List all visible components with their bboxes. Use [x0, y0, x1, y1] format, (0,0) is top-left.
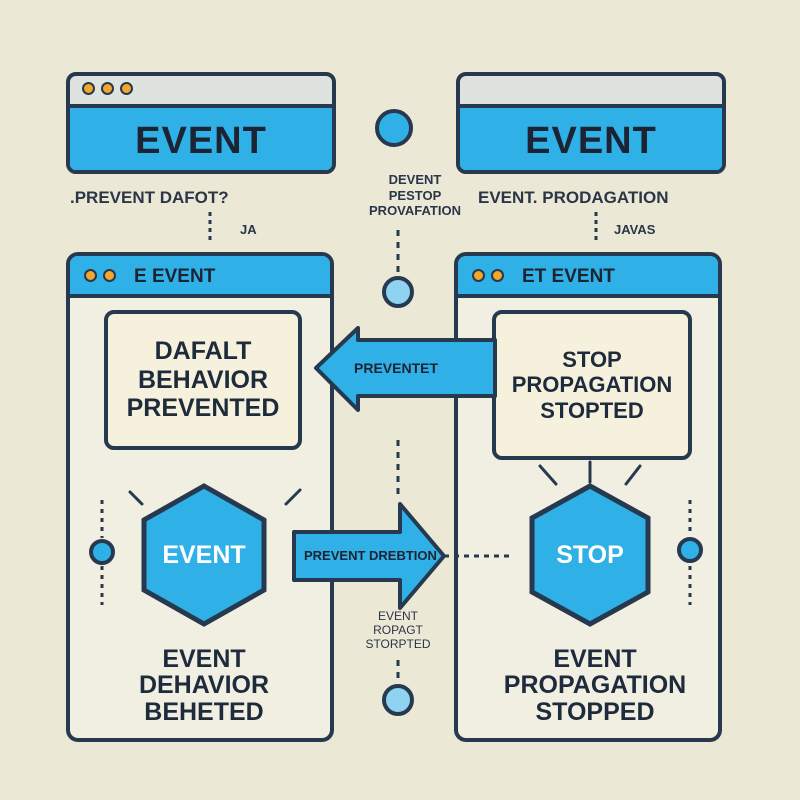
- left-bottom-text: EVENT DEHAVIOR BEHETED: [104, 646, 304, 725]
- dot-icon: [82, 82, 95, 95]
- dot-icon: [84, 269, 97, 282]
- arrow-left-icon: [314, 326, 497, 412]
- text-line: STOPPED: [535, 697, 655, 726]
- left-card: DAFALT BEHAVIOR PREVENTED: [104, 310, 302, 450]
- dot-icon: [491, 269, 504, 282]
- label-line: EVENT: [377, 609, 418, 623]
- center-top-label: DEVENT PESTOP PROVAFATION: [360, 172, 470, 219]
- node-icon: [89, 539, 115, 565]
- text-line: DEHAVIOR: [138, 671, 270, 700]
- hexagon-event-label: EVENT: [162, 541, 246, 569]
- window-controls: [84, 269, 116, 282]
- window-titlebar: [70, 76, 332, 104]
- top-right-sub: JAVAS: [614, 222, 656, 237]
- text-line: EVENT: [162, 645, 246, 673]
- top-left-window: EVENT: [66, 72, 336, 174]
- card-line: PREVENTED: [126, 394, 280, 423]
- panel-title: E EVENT: [134, 266, 216, 287]
- event-title: EVENT: [460, 104, 722, 170]
- text-line: BEHETED: [144, 697, 264, 726]
- center-bottom-label: EVENT ROPAGT STORPTED: [350, 609, 446, 651]
- arrow-right-label: PREVENT DREBTION: [304, 548, 437, 563]
- dot-icon: [101, 82, 114, 95]
- hexagon-stop-icon: [529, 483, 651, 627]
- panel-header: ET EVENT: [458, 256, 718, 298]
- event-title: EVENT: [70, 104, 332, 170]
- top-right-caption: EVENT. PRODAGATION: [478, 188, 669, 207]
- card-line: STOPTED: [540, 397, 644, 423]
- hexagon-stop-label: STOP: [556, 541, 624, 569]
- right-bottom-text: EVENT PROPAGATION STOPPED: [480, 646, 710, 725]
- panel-header: E EVENT: [70, 256, 330, 298]
- arrow-left-label: PREVENTET: [354, 360, 439, 376]
- text-line: PROPAGATION: [503, 671, 687, 700]
- top-left-sub: JA: [240, 222, 257, 237]
- top-right-window: EVENT: [456, 72, 726, 174]
- right-card: STOP PROPAGATION STOPTED: [492, 310, 692, 460]
- label-line: PESTOP: [388, 187, 442, 203]
- dot-icon: [120, 82, 133, 95]
- arrow-right-icon: [292, 502, 446, 610]
- center-nodes: [375, 109, 414, 716]
- label-line: DEVENT: [388, 172, 442, 187]
- top-left-caption: .PREVENT DAFOT?: [70, 188, 229, 207]
- label-line: ROPAGT: [373, 622, 423, 637]
- window-controls: [472, 269, 504, 282]
- node-icon: [677, 537, 703, 563]
- dot-icon: [472, 269, 485, 282]
- panel-title: ET EVENT: [522, 266, 615, 287]
- label-line: PROVAFATION: [369, 203, 461, 219]
- card-line: BEHAVIOR: [137, 365, 269, 394]
- card-line: PROPAGATION: [511, 372, 673, 398]
- card-line: DAFALT: [154, 336, 252, 365]
- hexagon-event-icon: [141, 483, 267, 627]
- window-controls: [82, 82, 133, 95]
- card-line: STOP: [562, 347, 622, 373]
- text-line: EVENT: [553, 645, 637, 673]
- label-line: STORPTED: [365, 636, 431, 651]
- dot-icon: [103, 269, 116, 282]
